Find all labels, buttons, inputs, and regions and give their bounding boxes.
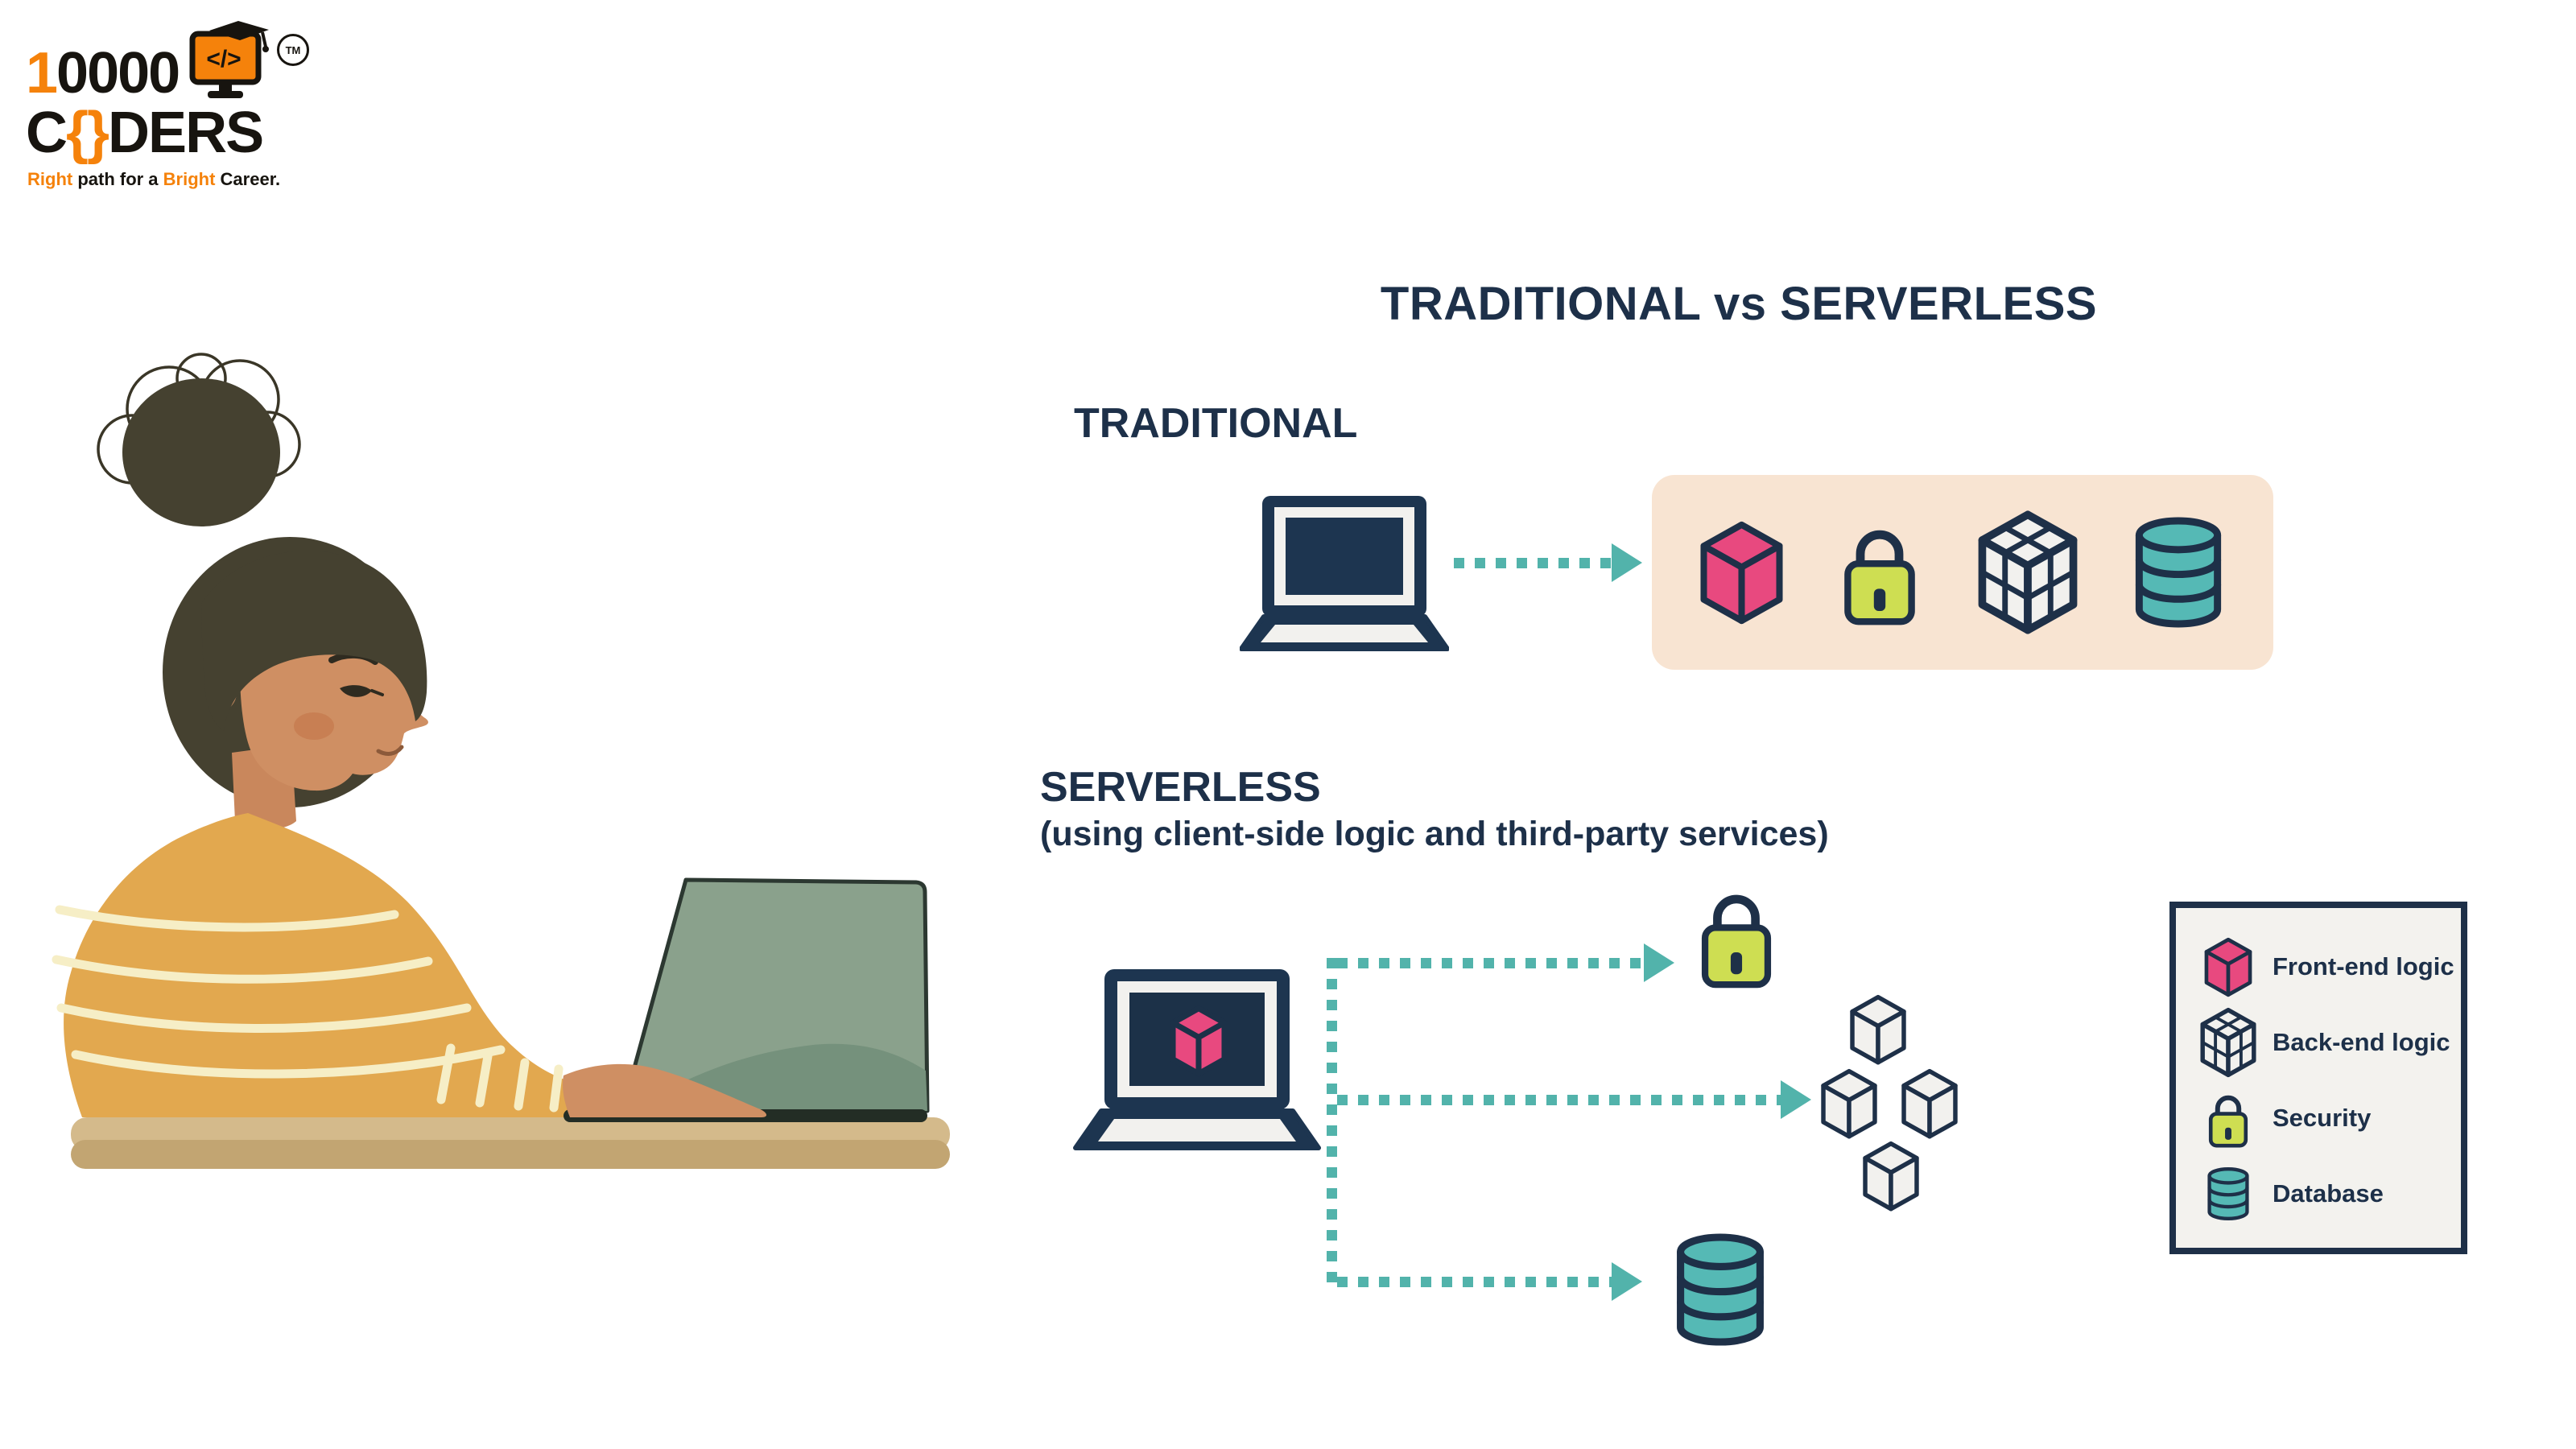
database-icon — [2194, 1164, 2263, 1224]
arrow-to-backend-line — [1337, 1095, 1781, 1105]
hair-bangs — [201, 551, 427, 731]
sweater-stripes — [52, 905, 564, 1113]
logo-tagline: Right path for a Bright Career. — [27, 169, 281, 189]
backend-cubes-icon — [1816, 992, 2050, 1214]
arrow-to-database-line — [1337, 1277, 1612, 1287]
traditional-laptop-icon — [1240, 493, 1449, 654]
blush — [294, 712, 334, 740]
legend-item: Security — [2194, 1080, 2446, 1156]
arrow-to-security-line — [1337, 958, 1644, 968]
eyelash — [370, 689, 384, 696]
serverless-laptop-icon — [1072, 966, 1322, 1153]
logo: 10000 </> TM C{}DERS Right path for a Br… — [23, 13, 328, 190]
serverless-label: SERVERLESS — [1040, 764, 1321, 811]
legend-item-label: Back-end logic — [2273, 1028, 2450, 1056]
hand — [562, 1063, 767, 1117]
traditional-arrow-line — [1454, 558, 1612, 568]
desk — [71, 1117, 950, 1169]
back-end-cube-icon — [2194, 1006, 2263, 1079]
security-lock-icon — [1831, 519, 1928, 625]
legend-item: Back-end logic — [2194, 1005, 2450, 1080]
eye — [340, 685, 372, 697]
page-title: TRADITIONAL vs SERVERLESS — [1380, 278, 2098, 330]
smile — [376, 745, 404, 756]
svg-text:</>: </> — [206, 46, 241, 72]
legend-item: Database — [2194, 1156, 2446, 1232]
legend-box: Front-end logic Back-end logic Security … — [2169, 902, 2467, 1254]
front-end-cube-icon — [2194, 936, 2263, 998]
sweater-torso — [64, 813, 584, 1117]
security-lock-icon — [2194, 1089, 2263, 1148]
monitor-code-icon: </> — [189, 21, 269, 98]
woman-at-laptop-illustration — [52, 353, 950, 1169]
traditional-services-box — [1652, 475, 2273, 670]
back-end-cube-icon — [1972, 508, 2083, 637]
database-icon — [2127, 510, 2230, 634]
traditional-arrowhead-icon — [1612, 543, 1642, 582]
arrow-to-backend-head-icon — [1781, 1080, 1811, 1119]
trademark-badge: TM — [277, 34, 309, 66]
legend-item-label: Database — [2273, 1179, 2384, 1208]
connector-vertical-line — [1327, 958, 1337, 1287]
security-lock-icon — [1689, 884, 1784, 989]
arrow-to-database-head-icon — [1612, 1262, 1642, 1301]
logo-wordmark: C{}DERS — [26, 101, 264, 165]
front-end-cube-icon — [1695, 519, 1788, 626]
hair-bun — [122, 378, 280, 526]
logo-number: 10000 — [26, 41, 180, 105]
legend-item: Front-end logic — [2194, 929, 2454, 1005]
database-icon — [1668, 1227, 1773, 1352]
legend-item-label: Security — [2273, 1104, 2372, 1132]
graduation-cap-icon — [209, 21, 269, 52]
serverless-subtitle: (using client-side logic and third-party… — [1040, 815, 1829, 853]
traditional-label: TRADITIONAL — [1074, 400, 1358, 447]
arrow-to-security-head-icon — [1644, 943, 1674, 982]
legend-item-label: Front-end logic — [2273, 952, 2454, 980]
